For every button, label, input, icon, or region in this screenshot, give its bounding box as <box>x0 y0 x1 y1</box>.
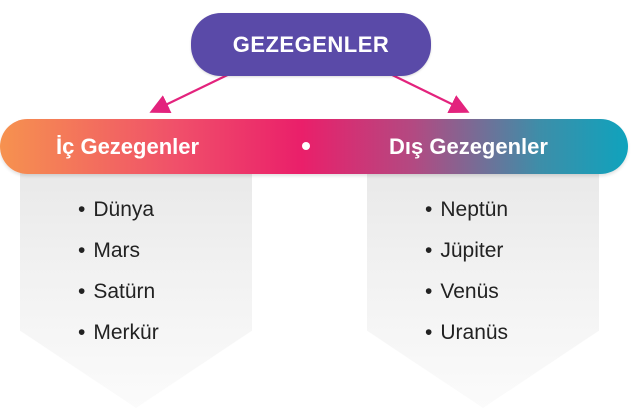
list-item: Merkür <box>78 320 158 361</box>
category-band: İç Gezegenler Dış Gezegenler <box>0 119 628 174</box>
band-separator-dot <box>302 142 310 150</box>
list-item: Venüs <box>425 279 508 320</box>
root-node-label: GEZEGENLER <box>232 31 390 57</box>
inner-planets-title: İç Gezegenler <box>56 134 200 159</box>
outer-planets-title: Dış Gezegenler <box>389 134 548 159</box>
list-item: Satürn <box>78 279 159 320</box>
outer-planets-list: Neptün Jüpiter Venüs Uranüs <box>425 197 508 361</box>
root-node-planets: GEZEGENLER <box>191 13 431 76</box>
list-item: Mars <box>78 238 159 279</box>
list-item: Jüpiter <box>425 238 508 279</box>
list-item: Neptün <box>425 197 508 238</box>
inner-planets-list: Dünya Mars Satürn Merkür <box>78 197 159 361</box>
list-item: Uranüs <box>425 320 508 361</box>
list-item: Dünya <box>78 197 159 238</box>
